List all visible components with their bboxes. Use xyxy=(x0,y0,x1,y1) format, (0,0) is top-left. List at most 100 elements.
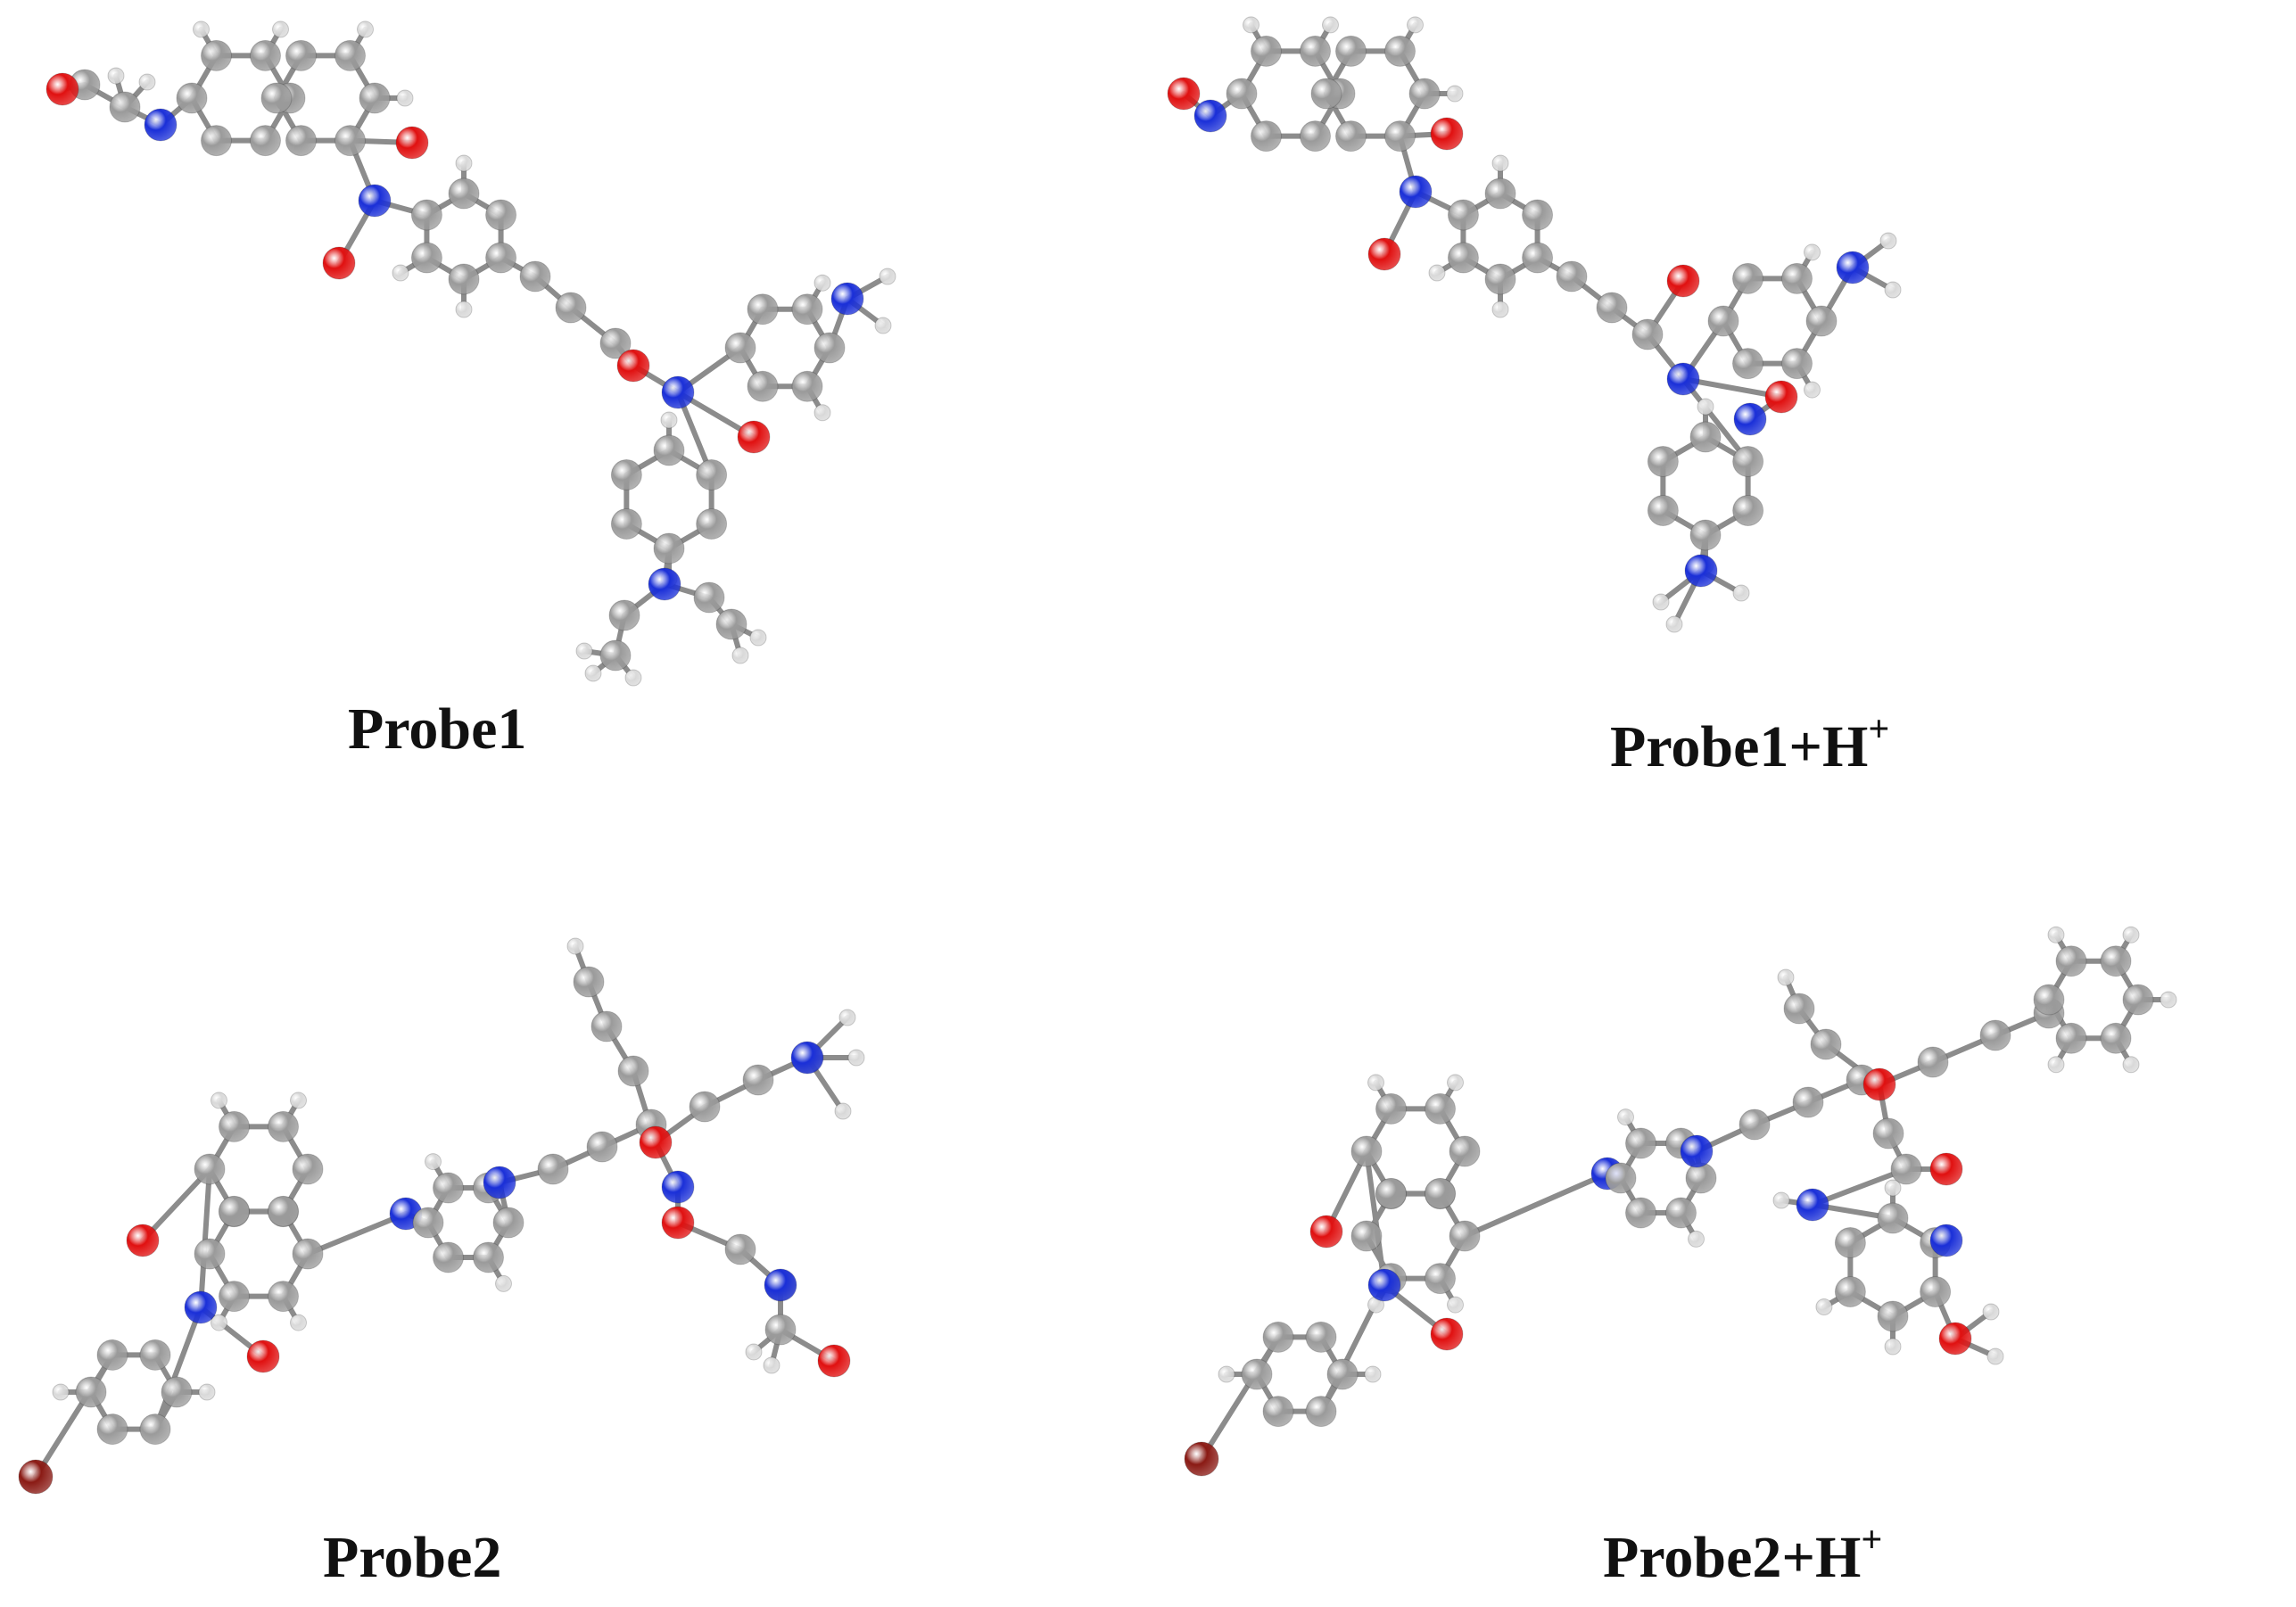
hydrogen-atom xyxy=(814,404,831,422)
carbon-atom xyxy=(1732,348,1763,380)
carbon-atom xyxy=(653,532,685,565)
carbon-atom xyxy=(359,82,391,114)
carbon-atom xyxy=(75,1376,107,1408)
carbon-atom xyxy=(1732,446,1764,477)
hydrogen-atom xyxy=(2047,1056,2065,1074)
oxygen-atom xyxy=(1167,77,1201,111)
hydrogen-atom xyxy=(193,21,210,38)
carbon-atom xyxy=(2122,984,2154,1016)
carbon-atom xyxy=(1305,1396,1337,1428)
oxygen-atom xyxy=(322,246,356,280)
carbon-atom xyxy=(519,260,551,293)
carbon-atom xyxy=(1425,1092,1456,1125)
carbon-atom xyxy=(1685,1162,1717,1194)
molecule-probe1 xyxy=(45,21,896,687)
carbon-atom xyxy=(1251,35,1282,67)
bond xyxy=(1462,1171,1610,1239)
oxygen-atom xyxy=(661,1206,695,1240)
carbon-atom xyxy=(599,639,632,672)
carbon-atom xyxy=(268,1195,299,1227)
carbon-atom xyxy=(1375,1092,1407,1125)
carbon-atom xyxy=(1781,348,1813,380)
hydrogen-atom xyxy=(1364,1365,1382,1383)
carbon-atom xyxy=(1522,199,1554,231)
carbon-atom xyxy=(791,293,823,326)
carbon-atom xyxy=(1605,1162,1637,1194)
carbon-atom xyxy=(1665,1197,1697,1229)
carbon-atom xyxy=(1484,263,1516,295)
hydrogen-atom xyxy=(211,1092,227,1109)
hydrogen-atom xyxy=(272,21,289,38)
hydrogen-atom xyxy=(1777,968,1795,986)
bond xyxy=(33,1352,115,1479)
carbon-atom xyxy=(139,1413,171,1446)
carbon-atom xyxy=(334,39,366,71)
molecule-probe2 xyxy=(18,937,865,1495)
carbon-atom xyxy=(485,199,517,231)
carbon-atom xyxy=(473,1241,504,1273)
hydrogen-atom xyxy=(2122,926,2140,944)
carbon-atom xyxy=(1447,242,1479,274)
carbon-atom xyxy=(1425,1263,1456,1295)
carbon-atom xyxy=(268,1110,299,1142)
carbon-atom xyxy=(292,1238,324,1270)
bond xyxy=(1681,376,1751,465)
hydrogen-atom xyxy=(1884,1338,1902,1356)
carbon-atom xyxy=(586,1131,618,1163)
carbon-atom xyxy=(1384,35,1416,67)
carbon-atom xyxy=(250,39,281,71)
bond xyxy=(198,1166,212,1310)
hydrogen-atom xyxy=(1617,1108,1634,1126)
panel-probe1: Probe1 xyxy=(0,0,1148,804)
carbon-atom xyxy=(693,581,725,614)
carbon-atom xyxy=(194,1153,226,1185)
hydrogen-atom xyxy=(357,21,374,38)
carbon-atom xyxy=(1877,1300,1909,1332)
hydrogen-atom xyxy=(52,1383,70,1401)
hydrogen-atom xyxy=(1446,85,1464,103)
hydrogen-atom xyxy=(879,268,896,285)
hydrogen-atom xyxy=(1447,1074,1464,1092)
nitrogen-atom xyxy=(1929,1224,1963,1257)
carbon-atom xyxy=(1792,1086,1824,1118)
nitrogen-atom xyxy=(661,1170,695,1204)
carbon-atom xyxy=(2055,1022,2087,1054)
oxygen-atom xyxy=(1929,1152,1963,1186)
hydrogen-atom xyxy=(1218,1365,1235,1383)
panel-probe1-protonated: Probe1+H+ xyxy=(1148,0,2296,804)
nitrogen-atom xyxy=(1193,99,1227,133)
carbon-atom xyxy=(617,1055,649,1087)
carbon-atom xyxy=(1596,292,1628,324)
bond xyxy=(153,1305,203,1432)
carbon-atom xyxy=(96,1413,128,1446)
carbon-atom xyxy=(1917,1046,1949,1078)
oxygen-atom xyxy=(1764,380,1798,414)
carbon-atom xyxy=(492,1207,524,1239)
nitrogen-atom xyxy=(790,1041,824,1075)
hydrogen-atom xyxy=(847,1049,865,1067)
oxygen-atom xyxy=(126,1224,160,1257)
hydrogen-atom xyxy=(1884,1179,1902,1197)
carbon-atom xyxy=(161,1376,193,1408)
carbon-atom xyxy=(1425,1177,1456,1209)
carbon-atom xyxy=(764,1314,797,1346)
carbon-atom xyxy=(139,1339,171,1371)
carbon-atom xyxy=(1707,305,1739,337)
bond xyxy=(1199,1334,1281,1462)
carbon-atom xyxy=(1872,1117,1904,1150)
hydrogen-atom xyxy=(425,1153,442,1171)
carbon-atom xyxy=(1305,1321,1337,1353)
oxygen-atom xyxy=(1938,1322,1972,1356)
carbon-atom xyxy=(1781,262,1813,294)
hydrogen-atom xyxy=(763,1356,780,1374)
nitrogen-atom xyxy=(358,184,392,218)
hydrogen-atom xyxy=(660,411,678,429)
carbon-atom xyxy=(268,1281,299,1313)
carbon-atom xyxy=(2055,945,2087,977)
hydrogen-atom xyxy=(1804,243,1821,261)
carbon-atom xyxy=(2033,984,2065,1016)
carbon-atom xyxy=(1890,1153,1922,1185)
nitrogen-atom xyxy=(830,282,864,316)
hydrogen-atom xyxy=(1665,615,1683,633)
carbon-atom xyxy=(1631,318,1664,350)
